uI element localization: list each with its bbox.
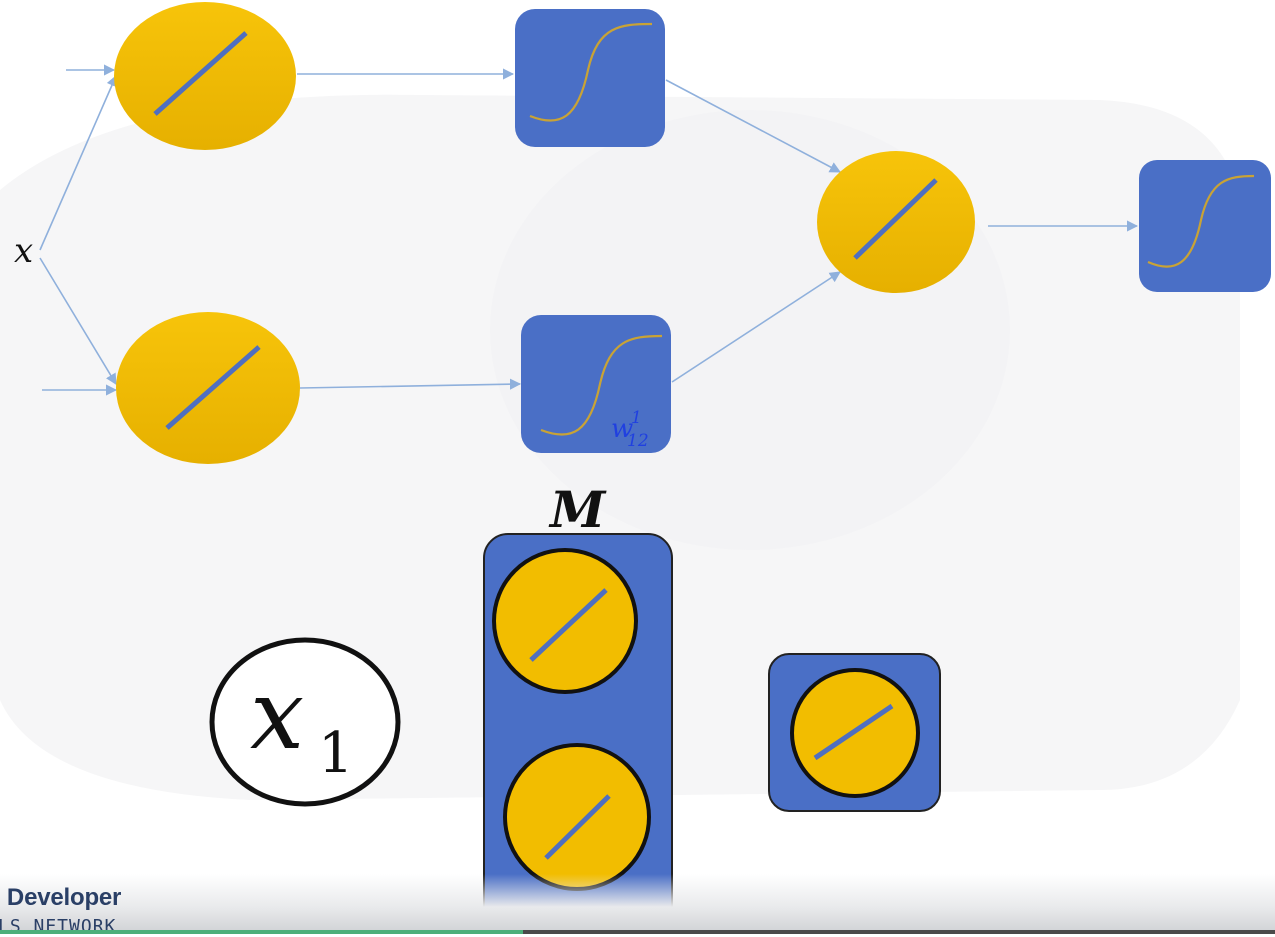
weight-label-sup: 1 <box>631 408 642 428</box>
edge-input-to-linear-1 <box>39 74 118 251</box>
video-footer <box>0 874 1275 934</box>
sigmoid-node-output <box>1139 160 1271 292</box>
sigmoid-curve-icon <box>540 334 663 436</box>
edges <box>39 64 1139 396</box>
input-label-partial: x <box>14 231 33 271</box>
x1-label-base: x <box>250 659 304 771</box>
linear-slash-icon <box>165 345 261 430</box>
x1-node: x 1 <box>209 637 401 807</box>
sigmoid-curve-icon <box>1147 174 1255 268</box>
matrix-stack <box>483 533 673 931</box>
video-progress-track[interactable] <box>0 930 1275 934</box>
weight-label-base: w <box>611 414 633 444</box>
weight-label-sub: 12 <box>627 431 649 451</box>
edge-sigmoid-1-to-linear-out <box>665 79 841 173</box>
linear-node-output <box>817 151 975 293</box>
linear-slash-icon <box>853 178 938 260</box>
sigmoid-curve-icon <box>529 22 653 122</box>
linear-slash-icon <box>813 703 894 761</box>
sigmoid-node-2: w 1 12 <box>521 315 671 453</box>
sigmoid-node-1 <box>515 9 665 147</box>
linear-node-1 <box>114 2 296 150</box>
x1-label-sub: 1 <box>318 721 354 786</box>
edge-sigmoid-2-to-linear-out <box>671 271 841 383</box>
matrix-label: M <box>548 480 607 539</box>
edge-linear-2-to-sigmoid-2 <box>299 378 522 390</box>
brand-line-1: l Developer <box>0 884 122 911</box>
video-progress-fill <box>0 930 523 934</box>
edge-input-to-linear-2 <box>39 257 117 385</box>
linear-slash-icon <box>153 31 248 116</box>
matrix-linear-node-2 <box>503 743 651 891</box>
linear-slash-icon <box>544 794 611 860</box>
matrix-linear-node-1 <box>492 548 638 694</box>
linear-node-2 <box>116 312 300 464</box>
boxed-linear-node <box>768 653 941 812</box>
linear-slash-icon <box>529 588 608 662</box>
